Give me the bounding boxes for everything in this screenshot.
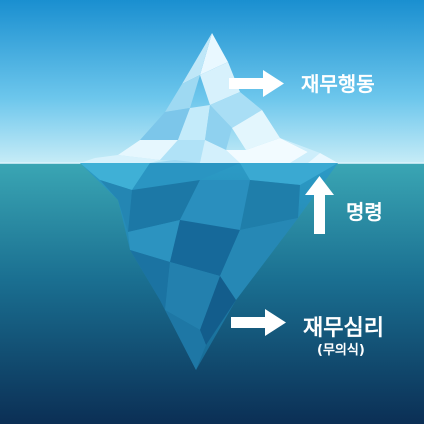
iceberg-underwater: [80, 163, 338, 370]
arrow-right-icon: [231, 309, 286, 336]
label-waterline: 명령: [346, 200, 383, 224]
arrow-up-icon: [305, 176, 334, 234]
arrow-right-icon: [229, 70, 284, 97]
label-below-water-sub: (무의식): [317, 343, 365, 358]
label-below-water: 재무심리: [303, 316, 384, 341]
iceberg-tip: [80, 33, 338, 163]
label-above-water: 재무행동: [301, 72, 375, 96]
